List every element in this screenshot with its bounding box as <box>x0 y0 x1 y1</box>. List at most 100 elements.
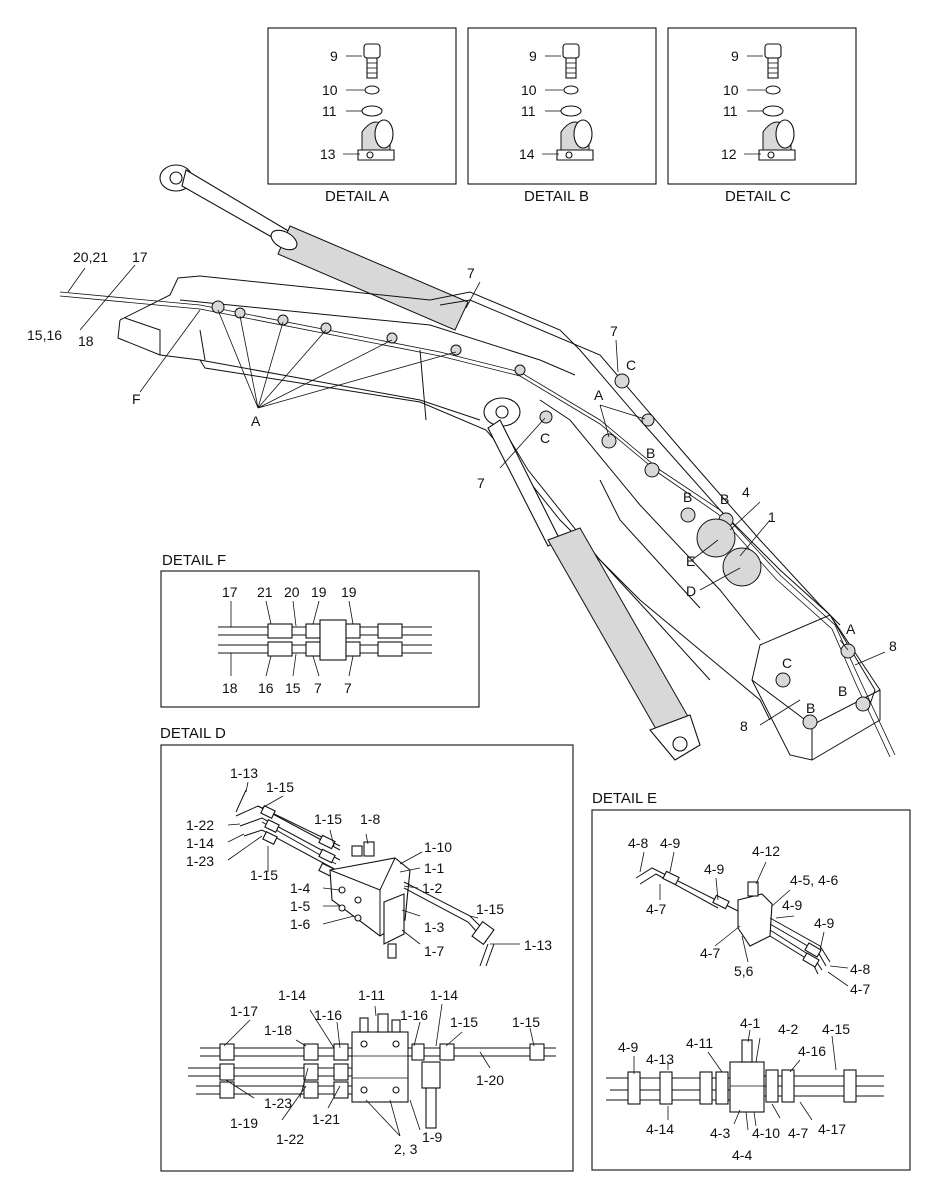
main-label: E <box>686 553 695 569</box>
main-label: B <box>646 445 655 461</box>
main-label: 17 <box>132 249 148 265</box>
detail-b-panel: 9 10 11 14 DETAIL B <box>467 27 657 205</box>
detail-f-panel: DETAIL F 17 21 20 19 19 18 16 15 7 7 <box>160 552 480 708</box>
label-2-3: 2, 3 <box>394 1141 418 1157</box>
detail-d-panel: DETAIL D 1-13 1-15 1-22 1-14 1-23 1-15 <box>160 725 574 1172</box>
flat-washer <box>361 105 383 117</box>
pipe-clamp <box>357 119 395 161</box>
main-label: 8 <box>740 718 748 734</box>
lower-fittings <box>219 1043 545 1099</box>
label-4-9: 4-9 <box>618 1039 638 1055</box>
label-1-1: 1-1 <box>424 860 444 876</box>
main-label: B <box>806 700 815 716</box>
label-1-15: 1-15 <box>512 1014 540 1030</box>
label-1-18: 1-18 <box>264 1022 292 1038</box>
label-1-11: 1-11 <box>358 987 385 1003</box>
detail-c-title: DETAIL C <box>725 188 791 205</box>
label-1-15: 1-15 <box>450 1014 478 1030</box>
label-4-3: 4-3 <box>710 1125 730 1141</box>
label-1-22: 1-22 <box>186 817 214 833</box>
label-4-7: 4-7 <box>646 901 666 917</box>
label-1-9: 1-9 <box>422 1129 442 1145</box>
main-label: F <box>132 391 141 407</box>
detail-a-panel: 9 10 11 13 DETAIL A <box>267 27 457 205</box>
label-4-16: 4-16 <box>798 1043 826 1059</box>
label-4-12: 4-12 <box>752 843 780 859</box>
detail-a-title: DETAIL A <box>325 188 389 205</box>
label-11: 11 <box>723 103 738 119</box>
label-14: 14 <box>519 146 535 162</box>
boom-assembly <box>59 164 896 761</box>
cap-screw <box>363 43 381 79</box>
label-4-1: 4-1 <box>740 1015 760 1031</box>
label-9: 9 <box>330 48 338 64</box>
label-7: 7 <box>314 680 322 696</box>
flat-washer <box>762 105 784 117</box>
label-1-5: 1-5 <box>290 898 310 914</box>
label-4-9: 4-9 <box>704 861 724 877</box>
label-4-14: 4-14 <box>646 1121 674 1137</box>
arm-cylinder <box>483 397 701 761</box>
label-1-22: 1-22 <box>276 1131 304 1147</box>
label-1-2: 1-2 <box>422 880 442 896</box>
detail-c-panel: 9 10 11 12 DETAIL C <box>667 27 857 205</box>
label-12: 12 <box>721 146 737 162</box>
label-17: 17 <box>222 584 238 600</box>
detail-d-title: DETAIL D <box>160 725 226 742</box>
label-4-8: 4-8 <box>628 835 648 851</box>
label-16: 16 <box>258 680 274 696</box>
label-1-17: 1-17 <box>230 1003 258 1019</box>
main-label: 7 <box>477 475 485 491</box>
label-1-23: 1-23 <box>264 1095 292 1111</box>
label-5-6: 5,6 <box>734 963 754 979</box>
label-10: 10 <box>322 82 338 98</box>
label-1-16: 1-16 <box>314 1007 342 1023</box>
label-1-16: 1-16 <box>400 1007 428 1023</box>
label-1-4: 1-4 <box>290 880 310 896</box>
label-1-14: 1-14 <box>430 987 458 1003</box>
cap-screw <box>764 43 782 79</box>
label-11: 11 <box>322 103 337 119</box>
main-label: B <box>720 491 729 507</box>
label-20: 20 <box>284 584 300 600</box>
label-1-15: 1-15 <box>250 867 278 883</box>
main-label: 8 <box>889 638 897 654</box>
label-4-8: 4-8 <box>850 961 870 977</box>
label-1-20: 1-20 <box>476 1072 504 1088</box>
label-4-15: 4-15 <box>822 1021 850 1037</box>
main-label: 20,21 <box>73 249 108 265</box>
label-1-19: 1-19 <box>230 1115 258 1131</box>
label-7: 7 <box>344 680 352 696</box>
label-4-7: 4-7 <box>788 1125 808 1141</box>
main-label: D <box>686 583 696 599</box>
main-label: 4 <box>742 484 750 500</box>
main-label: C <box>626 357 636 373</box>
label-1-21: 1-21 <box>312 1111 340 1127</box>
label-4-13: 4-13 <box>646 1051 674 1067</box>
label-10: 10 <box>723 82 739 98</box>
label-1-7: 1-7 <box>424 943 444 959</box>
label-1-23: 1-23 <box>186 853 214 869</box>
main-label: A <box>594 387 604 403</box>
label-4-9: 4-9 <box>782 897 802 913</box>
label-15: 15 <box>285 680 301 696</box>
main-label: C <box>540 430 550 446</box>
label-18: 18 <box>222 680 238 696</box>
label-1-14: 1-14 <box>278 987 306 1003</box>
label-19: 19 <box>311 584 327 600</box>
label-4-7: 4-7 <box>850 981 870 997</box>
main-label: A <box>846 621 856 637</box>
label-4-2: 4-2 <box>778 1021 798 1037</box>
label-4-10: 4-10 <box>752 1125 780 1141</box>
spring-washer <box>765 85 781 95</box>
label-1-6: 1-6 <box>290 916 310 932</box>
label-4-9: 4-9 <box>814 915 834 931</box>
main-label: 7 <box>610 323 618 339</box>
label-11: 11 <box>521 103 536 119</box>
label-1-14: 1-14 <box>186 835 214 851</box>
label-10: 10 <box>521 82 537 98</box>
label-19: 19 <box>341 584 357 600</box>
main-label: B <box>683 489 692 505</box>
label-1-13: 1-13 <box>230 765 258 781</box>
